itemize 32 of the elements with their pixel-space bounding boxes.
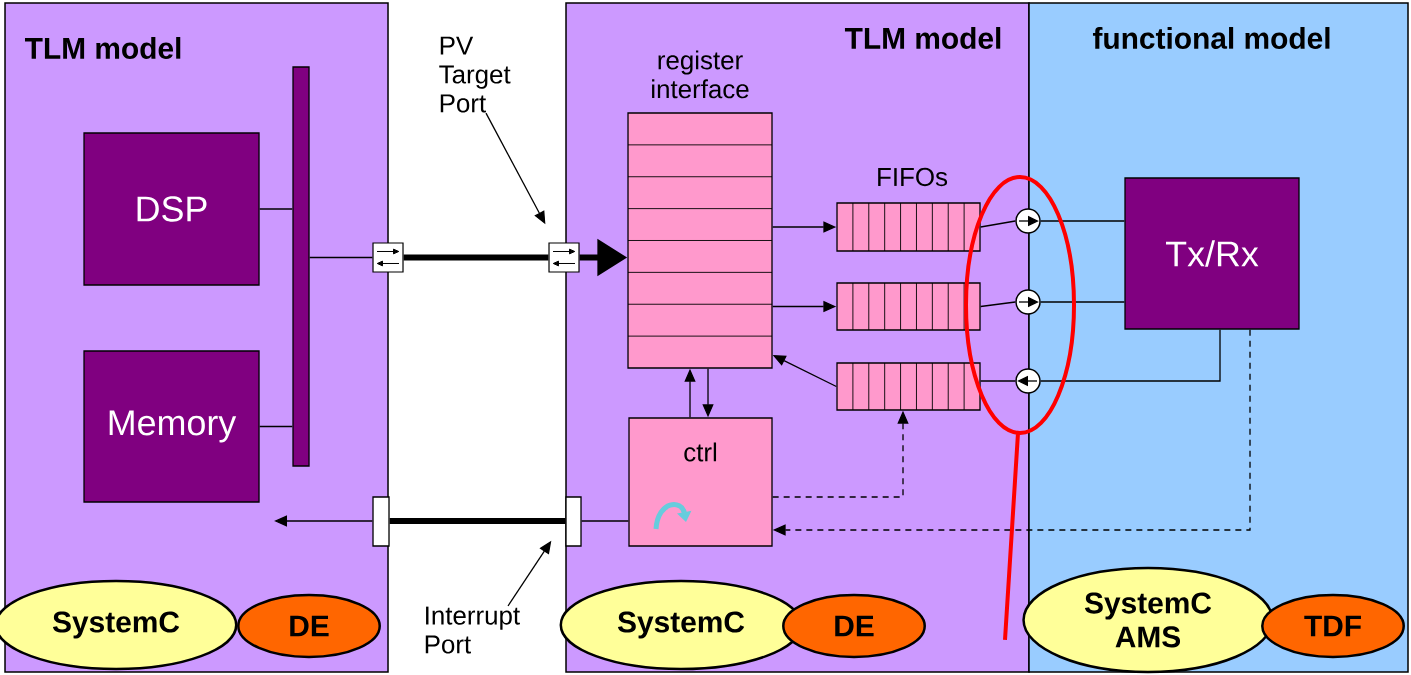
module-box: DSP [83,132,260,286]
converter-symbol [1015,208,1041,234]
connector-line [980,380,1016,382]
fifo-queue [836,202,981,252]
register-block: register interface [627,50,773,369]
connector-line [403,254,549,261]
port-symbol [372,242,404,273]
converter-symbol [1015,368,1041,394]
connector-line [389,518,566,524]
connector-line [1040,329,1221,382]
connector-line [980,301,1016,308]
connector-line [309,256,374,259]
connector-line [1040,220,1125,222]
bus-bar [292,66,310,467]
connector-line [259,425,293,428]
port-box [372,496,390,547]
port-symbol [548,242,580,273]
connector-line [259,208,293,210]
converter-symbol [1015,289,1041,315]
connector-line [1040,301,1125,303]
connector-line [980,220,1016,228]
port-caption: Interrupt Port [425,606,520,654]
port-box [565,496,582,547]
controller-box: ctrl [628,417,773,547]
port-caption: PV Target Port [439,36,511,113]
connector-line [581,520,629,522]
group-label: FIFOs [878,167,948,187]
fifo-queue [836,282,981,331]
module-box: Memory [83,350,260,503]
node-label: register interface [652,50,749,99]
fifo-queue [836,362,981,411]
module-box: Tx/Rx [1124,177,1300,330]
